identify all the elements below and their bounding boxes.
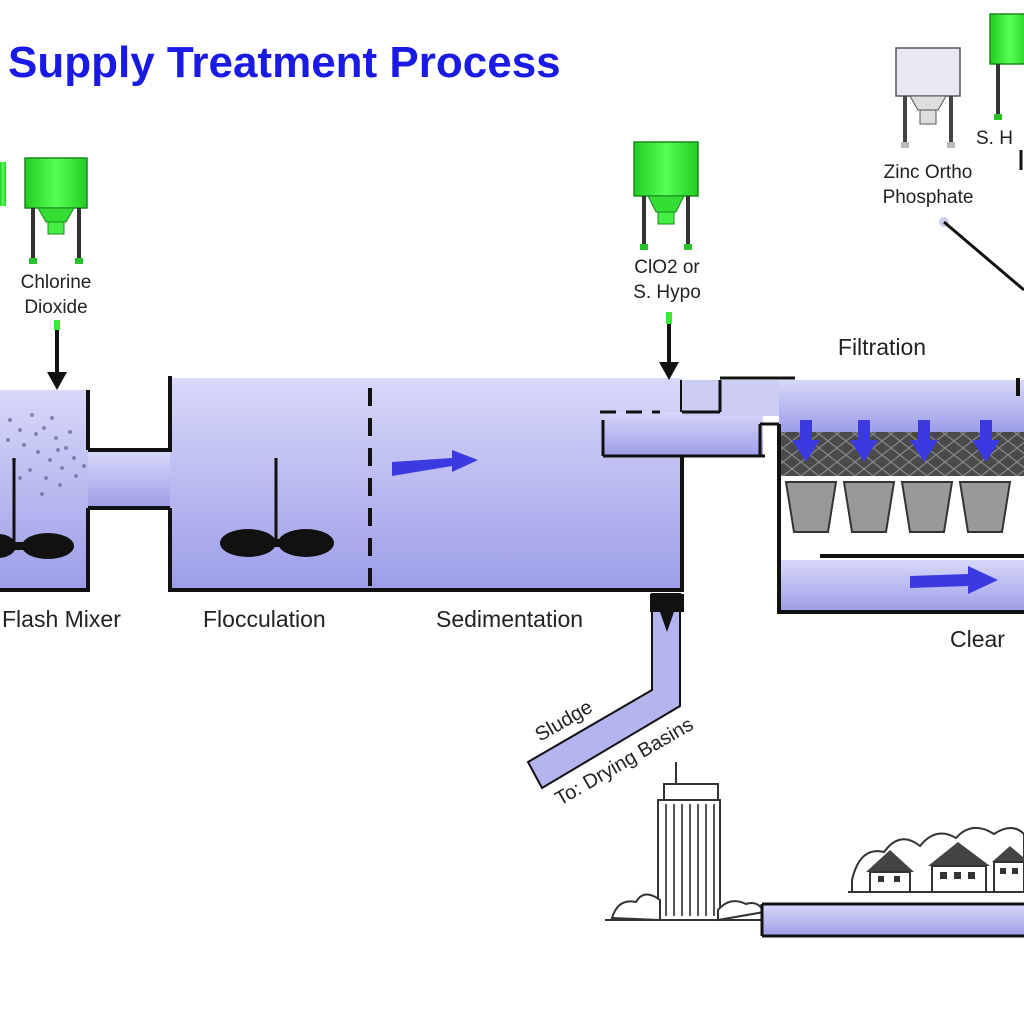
flow-arrow-icon	[910, 566, 998, 594]
underdrain	[900, 481, 954, 533]
flash-mixer-tank	[0, 390, 90, 592]
houses-icon	[848, 827, 1024, 893]
underdrain	[842, 481, 896, 533]
zinc-label-1: Zinc Ortho	[884, 162, 973, 183]
chemical-feeder-icon	[895, 47, 961, 148]
mixer-paddle-icon	[0, 533, 74, 559]
filter-basin	[777, 378, 1024, 614]
dose-arrow-icon	[47, 320, 67, 390]
flash-mixer-label: Flash Mixer	[2, 606, 121, 632]
partial-feeder-icon	[0, 162, 6, 206]
flow-arrow-icon	[392, 450, 478, 476]
page-title: Supply Treatment Process	[8, 38, 561, 87]
mixer-paddle-icon	[220, 529, 334, 557]
filtration-arrows	[792, 420, 1000, 462]
effluent-channel	[600, 376, 795, 458]
chemical-dispersion	[6, 413, 86, 496]
flocculation-sedimentation-basin	[168, 376, 684, 592]
chemical-feeder-icon	[24, 157, 88, 264]
city-building-icon	[605, 762, 770, 922]
chemical-feeder-icon	[989, 13, 1024, 120]
sludge-pipe	[526, 593, 684, 790]
underdrain	[958, 481, 1012, 533]
chlorine-dioxide-label-1: Chlorine	[21, 272, 92, 293]
flocculation-label: Flocculation	[203, 606, 326, 632]
clo2-label-1: ClO2 or	[634, 257, 700, 278]
distribution-pipe	[760, 902, 1024, 938]
filtration-label: Filtration	[838, 334, 926, 360]
clo2-label-2: S. Hypo	[633, 282, 701, 303]
s-hypo-label: S. H	[976, 128, 1013, 149]
underdrain	[784, 481, 838, 533]
clearwell-label: Clear	[950, 626, 1005, 652]
dose-arrow-icon	[659, 312, 679, 380]
chlorine-dioxide-label-2: Dioxide	[24, 297, 87, 318]
connector-pipe	[88, 452, 170, 508]
sedimentation-label: Sedimentation	[436, 606, 583, 632]
feed-line	[943, 220, 1024, 292]
zinc-label-2: Phosphate	[883, 187, 974, 208]
chemical-feeder-icon	[633, 141, 699, 250]
